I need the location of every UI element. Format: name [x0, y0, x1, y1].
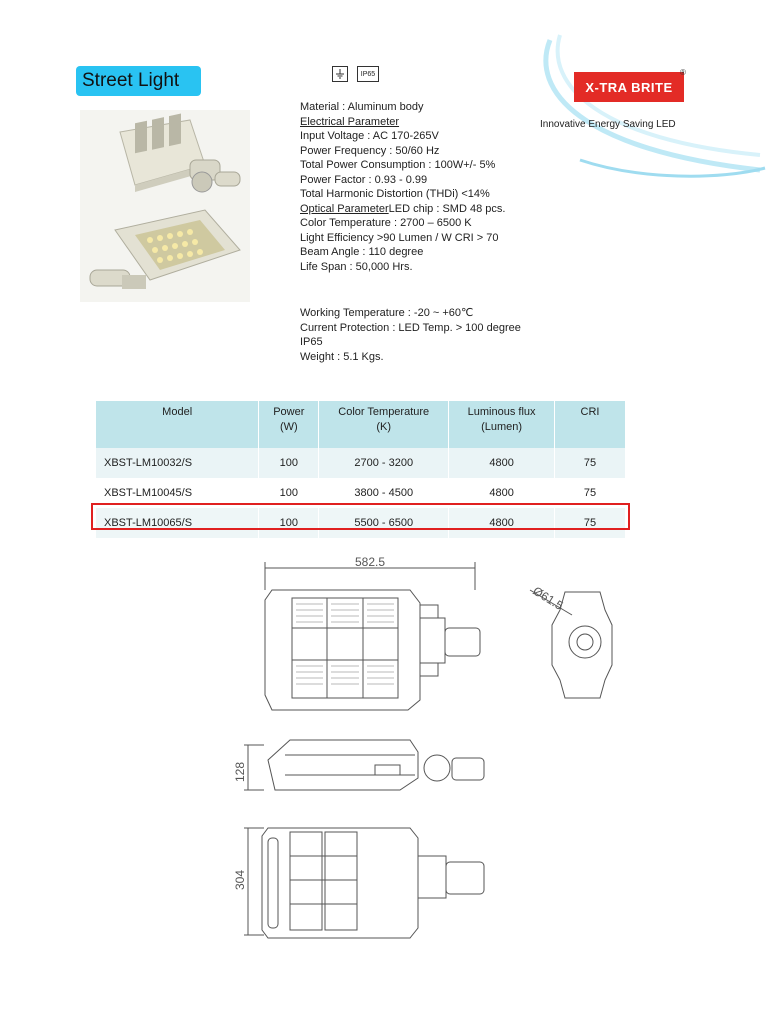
dimension-length-label: 582.5 — [355, 555, 385, 569]
header-flux-unit: (Lumen) — [481, 421, 523, 433]
spec-working-temperature: Working Temperature : -20 ~ +60℃ — [300, 307, 474, 319]
specifications-environment: Working Temperature : -20 ~ +60℃ Current… — [300, 306, 521, 364]
header-ct-unit: (K) — [376, 421, 392, 433]
spec-thd: Total Harmonic Distortion (THDi) <14% — [300, 188, 490, 200]
spec-electrical-heading: Electrical Parameter — [300, 115, 400, 128]
spec-ip-rating: IP65 — [300, 336, 323, 348]
cell-cri: 75 — [554, 448, 626, 478]
cell-luminous-flux: 4800 — [448, 448, 556, 478]
brand-swoosh-icon — [543, 34, 766, 178]
spec-led-chip: LED chip : SMD 48 pcs. — [388, 202, 506, 215]
header-luminous-flux: Luminous flux (Lumen) — [448, 401, 556, 448]
drawing-bottom-view — [244, 827, 485, 939]
brand-logo: X-TRA BRITE — [574, 72, 684, 102]
spec-power-frequency: Power Frequency : 50/60 Hz — [300, 144, 440, 157]
ground-symbol-icon — [332, 66, 348, 82]
header-cri-text: CRI — [580, 406, 600, 418]
header-color-temperature: Color Temperature (K) — [318, 401, 450, 448]
registered-mark: ® — [680, 68, 686, 77]
spec-power-factor: Power Factor : 0.93 - 0.99 — [300, 173, 428, 186]
cell-power: 100 — [258, 448, 320, 478]
spec-material: Material : Aluminum body — [300, 101, 424, 113]
table-row: XBST-LM10032/S 100 2700 - 3200 4800 75 — [96, 448, 626, 478]
drawing-end-view — [529, 589, 613, 699]
cell-model: XBST-LM10065/S — [96, 508, 260, 538]
header-flux-text: Luminous flux — [467, 406, 536, 418]
specifications: Material : Aluminum body Electrical Para… — [300, 100, 505, 274]
dimension-height-label: 128 — [233, 762, 247, 782]
spec-weight: Weight : 5.1 Kgs. — [300, 350, 384, 363]
drawing-top-vents — [296, 603, 394, 685]
spec-optical-line: Optical ParameterLED chip : SMD 48 pcs. — [300, 202, 505, 217]
cell-model: XBST-LM10032/S — [96, 448, 260, 478]
model-table: Model Power (W) Color Temperature (K) Lumi… — [96, 401, 626, 538]
spec-efficiency: Light Efficiency >90 Lumen / W CRI > 70 — [300, 231, 499, 244]
header-model: Model — [96, 401, 260, 448]
ip65-badge: IP65 — [357, 66, 379, 82]
spec-current-protection: Current Protection : LED Temp. > 100 deg… — [300, 321, 521, 334]
lamp-top-view-image — [119, 113, 241, 193]
spec-total-power: Total Power Consumption : 100W+/- 5% — [300, 159, 496, 171]
spec-beam-angle: Beam Angle : 110 degree — [300, 246, 424, 258]
page-title-text: Street Light — [82, 70, 180, 91]
cell-color-temperature: 2700 - 3200 — [318, 448, 450, 478]
header-power-unit: (W) — [279, 421, 298, 433]
table-row: XBST-LM10065/S 100 5500 - 6500 4800 75 — [96, 508, 626, 538]
header-power-text: Power — [273, 406, 305, 418]
spec-color-temperature: Color Temperature : 2700 – 6500 K — [300, 217, 472, 229]
header-cri: CRI — [554, 401, 626, 448]
dimension-width-label: 304 — [233, 870, 247, 890]
drawing-top-view — [264, 562, 481, 711]
cell-power: 100 — [258, 508, 320, 538]
spec-life-span: Life Span : 50,000 Hrs. — [300, 260, 413, 273]
header-power: Power (W) — [258, 401, 320, 448]
spec-input-voltage: Input Voltage : AC 170-265V — [300, 130, 439, 142]
spec-optical-heading: Optical Parameter — [300, 202, 389, 215]
drawing-side-view — [244, 739, 485, 791]
header-ct-text: Color Temperature — [338, 406, 430, 418]
page-title: Street Light — [76, 66, 201, 96]
highlighted-row-frame — [91, 503, 630, 530]
ip65-badge-text: IP65 — [360, 70, 376, 78]
cell-luminous-flux: 4800 — [448, 508, 556, 538]
lamp-bottom-view-image — [89, 209, 241, 289]
table-header-row: Model Power (W) Color Temperature (K) Lumi… — [96, 401, 626, 448]
cell-color-temperature: 5500 - 6500 — [318, 508, 450, 538]
brand-tagline: Innovative Energy Saving LED — [540, 119, 676, 130]
cell-cri: 75 — [554, 508, 626, 538]
dimension-diameter-label: Ø61.5 — [530, 584, 565, 613]
header-model-text: Model — [162, 406, 193, 418]
product-photo — [80, 110, 250, 302]
brand-logo-text: X-TRA BRITE — [585, 79, 673, 95]
